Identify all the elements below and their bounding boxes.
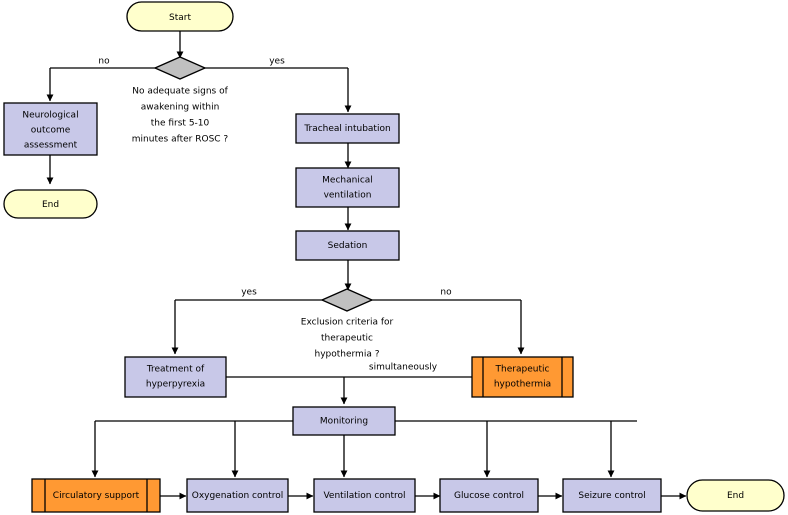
decision2-question-line-1: Exclusion criteria for <box>301 318 394 328</box>
node-seizure-control[interactable]: Seizure control <box>562 478 662 513</box>
edge-label-d2-yes: yes <box>241 288 257 298</box>
circulatory-shape <box>31 478 161 513</box>
hyperpyrexia-shape <box>124 356 227 398</box>
node-circulatory-support[interactable]: Circulatory support <box>31 478 161 513</box>
decision1-question-line-1: No adequate signs of <box>132 87 228 97</box>
ventilation-label-line-2: ventilation <box>324 191 372 201</box>
decision1-question-text: No adequate signs of awakening within th… <box>132 87 229 145</box>
decision1-question-line-4: minutes after ROSC ? <box>132 135 229 145</box>
seizure-label: Seizure control <box>578 491 645 501</box>
ventilation-shape <box>295 167 400 208</box>
decision2-question-text: Exclusion criteria for therapeutic hypot… <box>301 318 394 360</box>
neuro-label-line-3: assessment <box>24 141 78 151</box>
end-right-shape <box>686 479 785 512</box>
node-mechanical-ventilation[interactable]: Mechanical ventilation <box>295 167 400 208</box>
node-oxygenation-control[interactable]: Oxygenation control <box>186 478 289 513</box>
decision2-shape <box>320 288 374 312</box>
node-end-right[interactable]: End <box>686 479 785 512</box>
neuro-label-line-2: outcome <box>31 126 71 136</box>
hypothermia-shape <box>471 356 574 398</box>
neuro-shape <box>3 102 98 156</box>
hypothermia-label-line-2: hypothermia <box>494 380 551 390</box>
glucose-label: Glucose control <box>454 491 524 501</box>
glucose-shape <box>439 478 539 513</box>
node-monitoring[interactable]: Monitoring <box>292 406 396 436</box>
node-ventilation-control[interactable]: Ventilation control <box>313 478 416 513</box>
node-decision-awakening[interactable] <box>153 56 207 80</box>
end-left-label: End <box>42 200 59 210</box>
oxygenation-shape <box>186 478 289 513</box>
decision1-question-line-2: awakening within <box>141 103 220 113</box>
intubation-label: Tracheal intubation <box>303 124 390 134</box>
sedation-shape <box>295 230 400 261</box>
node-neurological-outcome-assessment[interactable]: Neurological outcome assessment <box>3 102 98 156</box>
node-start[interactable]: Start <box>126 1 234 32</box>
node-end-left[interactable]: End <box>3 189 98 219</box>
end-right-label: End <box>727 491 744 501</box>
edge-label-d1-no: no <box>98 57 110 67</box>
start-label: Start <box>169 13 191 23</box>
monitoring-shape <box>292 406 396 436</box>
edge-label-d2-no: no <box>440 288 452 298</box>
decision2-question-line-2: therapeutic <box>321 334 373 344</box>
node-therapeutic-hypothermia[interactable]: Therapeutic hypothermia <box>471 356 574 398</box>
intubation-shape <box>295 113 400 144</box>
decision1-shape <box>153 56 207 80</box>
hyperpyrexia-label-line-2: hyperpyrexia <box>146 380 205 390</box>
node-glucose-control[interactable]: Glucose control <box>439 478 539 513</box>
vent-control-shape <box>313 478 416 513</box>
monitoring-label: Monitoring <box>320 417 368 427</box>
node-decision-exclusion-criteria[interactable] <box>320 288 374 312</box>
circulatory-label: Circulatory support <box>53 491 140 501</box>
hypothermia-label-line-1: Therapeutic <box>495 365 550 375</box>
sedation-label: Sedation <box>328 241 368 251</box>
node-treatment-of-hyperpyrexia[interactable]: Treatment of hyperpyrexia <box>124 356 227 398</box>
start-shape <box>126 1 234 32</box>
end-left-shape <box>3 189 98 219</box>
hyperpyrexia-label-line-1: Treatment of <box>146 365 205 375</box>
decision1-question-line-3: the first 5-10 <box>151 119 210 129</box>
ventilation-label-line-1: Mechanical <box>322 176 373 186</box>
neuro-label-line-1: Neurological <box>22 111 78 121</box>
decision2-question-line-3: hypothermia ? <box>315 350 380 360</box>
node-sedation[interactable]: Sedation <box>295 230 400 261</box>
vent-control-label: Ventilation control <box>323 491 405 501</box>
seizure-shape <box>562 478 662 513</box>
edge-label-d1-yes: yes <box>269 57 285 67</box>
oxygenation-label: Oxygenation control <box>192 491 284 501</box>
node-tracheal-intubation[interactable]: Tracheal intubation <box>295 113 400 144</box>
edge-label-simultaneously: simultaneously <box>369 363 438 373</box>
